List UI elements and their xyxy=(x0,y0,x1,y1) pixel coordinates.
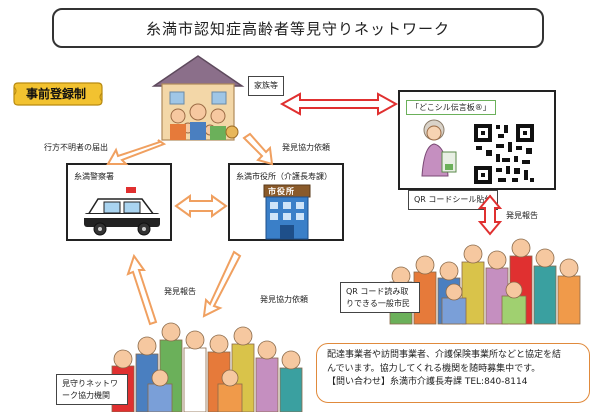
request-top-arrow xyxy=(242,132,274,166)
network-crowd-illustration xyxy=(108,318,308,412)
cityhall-label: 糸満市役所（介護長寿課） xyxy=(236,172,332,181)
qr-sticker-panel: 「どこシル伝言板®」 xyxy=(398,90,556,190)
network-label: 見守りネットワーク協力機関 xyxy=(62,379,118,400)
qr-sticker-label: QR コードシール貼付 xyxy=(414,195,493,204)
missing-report-arrow xyxy=(106,139,167,165)
citizens-callout: QR コード読み取りできる一般市民 xyxy=(340,282,420,314)
discovery-report-bottom: 発見報告 xyxy=(164,287,196,296)
scroll-banner-icon xyxy=(13,82,103,106)
cityhall-sign: 市役所 xyxy=(268,187,295,196)
qr-code-icon xyxy=(472,122,536,186)
badge-text: 事前登録制 xyxy=(26,87,87,101)
police-car-icon xyxy=(84,187,160,236)
crowd-icon xyxy=(111,322,303,412)
family-qr-arrow xyxy=(279,92,399,116)
city-hall-panel: 糸満市役所（介護長寿課） 市役所 xyxy=(228,163,344,241)
request-bottom-arrow xyxy=(202,250,242,318)
network-callout: 見守りネットワーク協力機関 xyxy=(56,374,128,406)
qr-citizens-arrow xyxy=(477,194,503,236)
family-callout: 家族等 xyxy=(248,76,284,96)
discovery-report-bottom-arrow xyxy=(126,253,158,326)
request-label-top: 発見協力依頼 xyxy=(282,143,330,152)
dokoshiru-tag: 「どこシル伝言板®」 xyxy=(406,100,496,115)
police-label: 糸満警察署 xyxy=(74,172,114,181)
info-box: 配達事業者や訪問事業者、介護保険事業所などと協定を結 んでいます。協力してくれる… xyxy=(316,343,590,403)
police-station-panel: 糸満警察署 xyxy=(66,163,172,241)
qr-sticker-callout: QR コードシール貼付 xyxy=(408,190,499,210)
building-icon xyxy=(263,184,311,240)
qr-card-label: 「どこシル伝言板®」 xyxy=(411,103,491,112)
request-label-bottom: 発見協力依頼 xyxy=(260,295,308,304)
elderly-woman-icon xyxy=(421,119,457,177)
citizens-label: QR コード読み取りできる一般市民 xyxy=(346,287,410,308)
diagram-title: 糸満市認知症高齢者等見守りネットワーク xyxy=(52,8,544,48)
police-cityhall-arrow xyxy=(174,194,228,218)
house-icon xyxy=(151,55,245,141)
pre-registration-badge: 事前登録制 xyxy=(12,80,104,108)
info-line-1: 配達事業者や訪問事業者、介護保険事業所などと協定を結 xyxy=(327,350,562,360)
city-hall-building: 市役所 xyxy=(262,184,312,240)
missing-report-label: 行方不明者の届出 xyxy=(44,143,108,152)
family-label: 家族等 xyxy=(254,81,278,90)
title-text: 糸満市認知症高齢者等見守りネットワーク xyxy=(145,19,450,38)
info-line-2: んでいます。協力してくれる機関を随時募集中です。 xyxy=(327,363,541,374)
family-house-illustration xyxy=(148,52,248,144)
info-line-3: 【問い合わせ】糸満市介護長寿課 TEL:840-8114 xyxy=(327,377,528,387)
discovery-report-right: 発見報告 xyxy=(506,211,538,220)
